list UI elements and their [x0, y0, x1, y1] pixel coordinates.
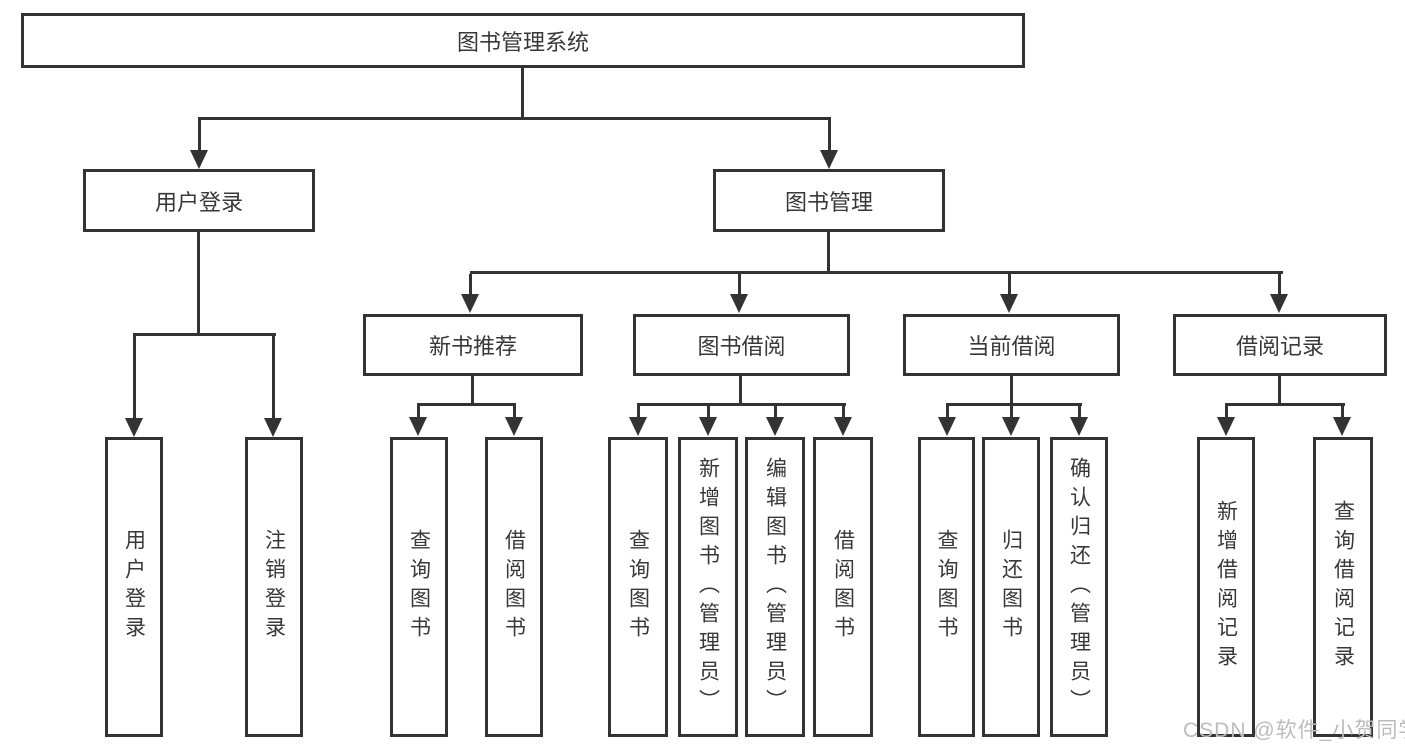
connector-line	[738, 274, 741, 296]
leaf-borrow-books-recommend: 借阅图书	[485, 437, 543, 737]
leaf-query-books-current: 查询图书	[918, 437, 975, 737]
arrowhead-down-icon	[730, 294, 748, 313]
connector-line	[471, 376, 474, 405]
leaf-query-books-borrowing-label: 查询图书	[626, 529, 650, 645]
connector-line	[272, 336, 275, 421]
arrowhead-down-icon	[834, 417, 852, 436]
connector-line	[198, 117, 831, 120]
leaf-add-borrow-record: 新增借阅记录	[1197, 437, 1255, 737]
connector-line	[513, 406, 516, 420]
connector-line	[637, 403, 846, 406]
connector-line	[1008, 274, 1011, 296]
arrowhead-down-icon	[1333, 417, 1351, 436]
leaf-query-borrow-record: 查询借阅记录	[1313, 437, 1373, 737]
connector-line	[417, 406, 420, 420]
connector-line	[521, 68, 524, 119]
connector-line	[707, 406, 710, 420]
connector-line	[946, 406, 949, 420]
connector-line	[1225, 403, 1345, 406]
connector-line	[417, 403, 516, 406]
connector-line	[198, 120, 201, 156]
arrowhead-down-icon	[1002, 417, 1020, 436]
connector-line	[1010, 406, 1013, 420]
connector-line	[197, 232, 200, 335]
arrowhead-down-icon	[190, 150, 208, 169]
arrowhead-down-icon	[699, 417, 717, 436]
leaf-add-book-admin: 新增图书（管理员）	[678, 437, 738, 737]
arrowhead-down-icon	[1070, 417, 1088, 436]
connector-line	[1010, 376, 1013, 405]
connector-line	[946, 403, 1082, 406]
arrowhead-down-icon	[409, 417, 427, 436]
node-new-book-recommend-label: 新书推荐	[428, 334, 517, 359]
connector-line	[1225, 406, 1228, 420]
arrowhead-down-icon	[1270, 294, 1288, 313]
connector-line	[133, 333, 276, 336]
node-book-borrowing-label: 图书借阅	[697, 334, 786, 359]
node-borrow-records-label: 借阅记录	[1235, 334, 1324, 359]
leaf-user-login-label: 用户登录	[122, 529, 146, 645]
connector-line	[1278, 376, 1281, 405]
node-current-borrowing-label: 当前借阅	[967, 334, 1056, 359]
node-borrow-records: 借阅记录	[1173, 314, 1387, 376]
connector-line	[470, 271, 1283, 274]
connector-line	[827, 232, 830, 273]
node-current-borrowing: 当前借阅	[903, 314, 1120, 376]
leaf-borrow-books-borrowing-label: 借阅图书	[831, 529, 855, 645]
arrowhead-down-icon	[505, 417, 523, 436]
arrowhead-down-icon	[461, 294, 479, 313]
connector-line	[842, 406, 845, 420]
leaf-query-books-recommend: 查询图书	[390, 437, 448, 737]
leaf-confirm-return-admin-label: 确认归还（管理员）	[1067, 456, 1091, 718]
leaf-query-books-recommend-label: 查询图书	[407, 529, 431, 645]
connector-line	[469, 274, 472, 296]
leaf-edit-book-admin: 编辑图书（管理员）	[745, 437, 805, 737]
connector-line	[1078, 406, 1081, 420]
connector-line	[739, 376, 742, 405]
connector-line	[828, 120, 831, 156]
node-root: 图书管理系统	[21, 13, 1025, 68]
connector-line	[1341, 406, 1344, 420]
node-book-borrowing: 图书借阅	[633, 314, 850, 376]
arrowhead-down-icon	[264, 418, 282, 437]
leaf-confirm-return-admin: 确认归还（管理员）	[1050, 437, 1108, 737]
leaf-add-book-admin-label: 新增图书（管理员）	[696, 456, 720, 718]
arrowhead-down-icon	[1217, 417, 1235, 436]
leaf-return-book-label: 归还图书	[999, 529, 1023, 645]
node-book-management-label: 图书管理	[784, 189, 873, 215]
arrowhead-down-icon	[125, 418, 143, 437]
leaf-query-borrow-record-label: 查询借阅记录	[1331, 500, 1355, 674]
node-root-label: 图书管理系统	[456, 29, 589, 55]
leaf-add-borrow-record-label: 新增借阅记录	[1214, 500, 1238, 674]
node-book-management: 图书管理	[713, 169, 945, 232]
leaf-logout-label: 注销登录	[262, 529, 286, 645]
arrowhead-down-icon	[938, 417, 956, 436]
leaf-user-login: 用户登录	[105, 437, 163, 737]
leaf-borrow-books-borrowing: 借阅图书	[813, 437, 873, 737]
connector-line	[774, 406, 777, 420]
leaf-return-book: 归还图书	[982, 437, 1040, 737]
arrowhead-down-icon	[820, 150, 838, 169]
leaf-logout: 注销登录	[245, 437, 303, 737]
leaf-borrow-books-recommend-label: 借阅图书	[502, 529, 526, 645]
node-user-login: 用户登录	[83, 169, 315, 232]
arrowhead-down-icon	[629, 417, 647, 436]
connector-line	[637, 406, 640, 420]
arrowhead-down-icon	[766, 417, 784, 436]
leaf-query-books-borrowing: 查询图书	[608, 437, 668, 737]
csdn-watermark: CSDN @软件_小贺同学	[1183, 719, 1405, 742]
node-new-book-recommend: 新书推荐	[363, 314, 583, 376]
leaf-edit-book-admin-label: 编辑图书（管理员）	[763, 456, 787, 718]
connector-line	[133, 336, 136, 421]
arrowhead-down-icon	[1000, 294, 1018, 313]
node-user-login-label: 用户登录	[154, 189, 243, 215]
leaf-query-books-current-label: 查询图书	[935, 529, 958, 645]
connector-line	[1278, 274, 1281, 296]
